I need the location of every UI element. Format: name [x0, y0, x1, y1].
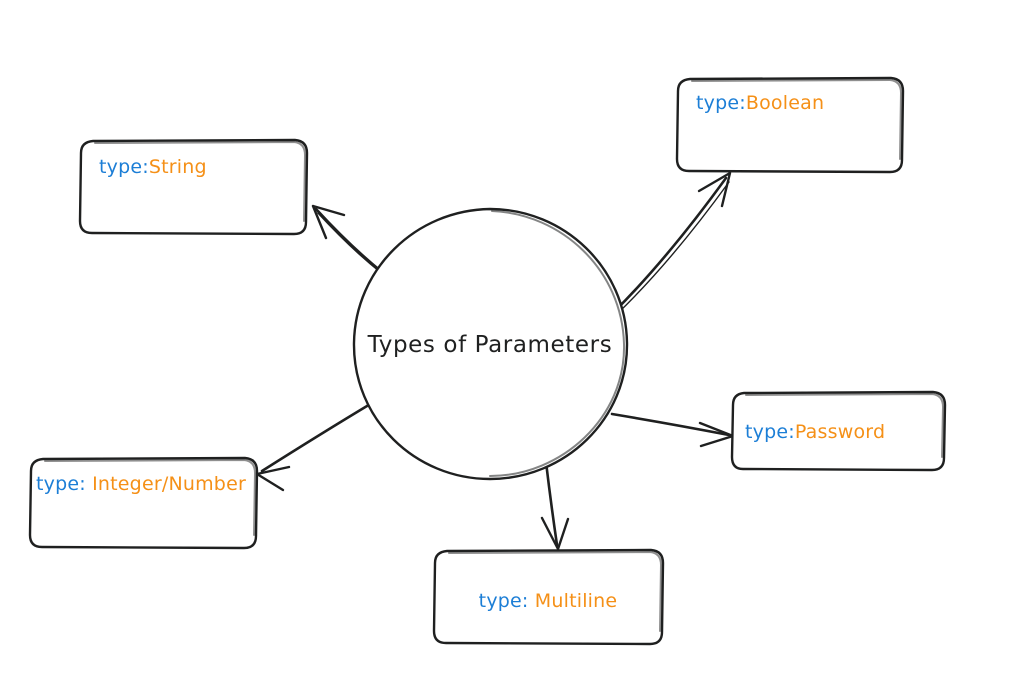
- node-password-value: Password: [795, 421, 885, 443]
- arrowhead-multiline: [540, 516, 570, 551]
- node-string[interactable]: type:String: [78, 138, 309, 236]
- node-multiline-label: type: Multiline: [479, 590, 618, 612]
- arrowhead-password: [698, 421, 735, 448]
- node-multiline[interactable]: type: Multiline: [432, 548, 665, 646]
- edge-center-to-boolean: [612, 171, 732, 315]
- center-node[interactable]: Types of Parameters: [352, 207, 629, 481]
- node-multiline-value: Multiline: [535, 590, 618, 612]
- node-integer-number-label: type: Integer/Number: [36, 473, 246, 495]
- node-password[interactable]: type:Password: [730, 390, 947, 472]
- edge-center-to-integer-number: [255, 401, 374, 492]
- node-string-value: String: [149, 156, 207, 178]
- arrowhead-string: [311, 204, 346, 240]
- node-boolean-key: type:: [696, 92, 746, 114]
- node-integer-number-value: Integer/Number: [92, 473, 246, 495]
- node-password-label: type:Password: [745, 421, 885, 443]
- node-integer-number[interactable]: type: Integer/Number: [28, 456, 259, 550]
- node-integer-number-key: type:: [36, 473, 92, 495]
- node-password-key: type:: [745, 421, 795, 443]
- node-boolean-label: type:Boolean: [696, 92, 824, 114]
- center-node-label: Types of Parameters: [367, 332, 613, 358]
- node-boolean-value: Boolean: [746, 92, 824, 114]
- node-string-key: type:: [99, 156, 149, 178]
- arrowhead-integer-number: [255, 465, 291, 492]
- edge-center-to-multiline: [540, 460, 570, 551]
- node-string-label: type:String: [99, 156, 207, 178]
- node-boolean[interactable]: type:Boolean: [675, 76, 905, 174]
- edge-center-to-string: [311, 204, 385, 276]
- edge-center-to-password: [610, 412, 735, 448]
- node-multiline-key: type:: [479, 590, 535, 612]
- arrowhead-boolean: [697, 171, 732, 208]
